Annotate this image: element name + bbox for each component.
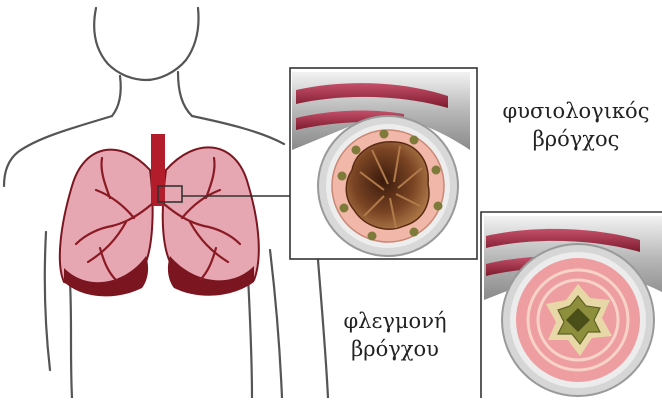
neck-left-outline: [112, 76, 121, 116]
gland: [410, 228, 419, 237]
gland: [340, 204, 349, 213]
arm-left-outline: [45, 232, 50, 370]
gland: [380, 130, 389, 139]
inflamed-bronchus-panel: [481, 212, 662, 398]
gland: [432, 166, 441, 175]
normal-lumen: [346, 142, 429, 229]
gland: [352, 146, 361, 155]
gland: [338, 172, 347, 181]
gland: [434, 202, 443, 211]
neck-right-outline: [178, 72, 192, 116]
arm-right-outline: [270, 250, 282, 398]
shoulder-right-outline: [192, 116, 284, 144]
normal-bronchus-panel: [290, 68, 477, 259]
torso-left-outline: [70, 282, 72, 398]
normal-bronchus-label-line2: βρόγχος: [492, 125, 660, 153]
normal-bronchus-crosssection: [318, 116, 458, 256]
head-outline: [94, 8, 198, 80]
gland: [410, 136, 419, 145]
inflamed-bronchus-label: φλεγμονή βρόγχου: [320, 307, 470, 363]
inflamed-bronchus-crosssection: [502, 244, 654, 396]
gland: [368, 232, 377, 241]
normal-bronchus-label-line1: φυσιολογικός: [492, 97, 660, 125]
inflamed-bronchus-label-line2: βρόγχου: [320, 335, 470, 363]
normal-bronchus-label: φυσιολογικός βρόγχος: [492, 97, 660, 153]
torso-right-outline: [248, 276, 252, 398]
inflamed-bronchus-label-line1: φλεγμονή: [320, 307, 470, 335]
lungs: [60, 134, 259, 296]
